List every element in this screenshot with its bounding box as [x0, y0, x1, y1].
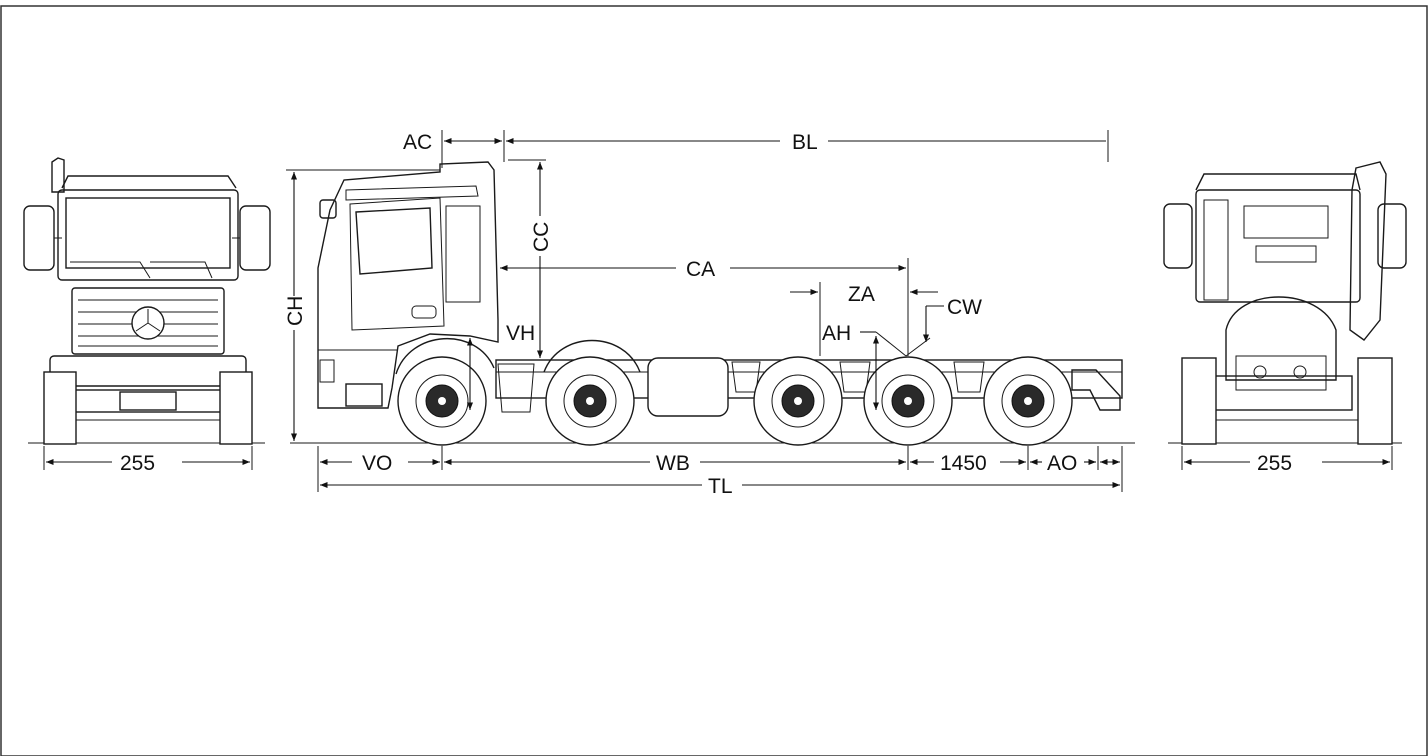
cab-outline	[317, 161, 499, 409]
label-bl: BL	[792, 131, 818, 154]
page-frame	[0, 5, 1428, 756]
wheel-5	[983, 356, 1073, 446]
label-cc: CC	[530, 222, 553, 252]
label-wb: WB	[656, 452, 690, 475]
wheel-1	[397, 356, 487, 446]
label-za: ZA	[848, 283, 875, 306]
front-view	[23, 157, 271, 470]
label-rear-width: 255	[1257, 452, 1292, 475]
label-1450: 1450	[940, 452, 987, 475]
wheel-2	[545, 356, 635, 446]
label-cw: CW	[947, 296, 982, 319]
label-ch: CH	[284, 296, 307, 326]
label-front-width: 255	[120, 452, 155, 475]
label-tl: TL	[708, 475, 733, 498]
wheel-4	[863, 356, 953, 446]
label-vo: VO	[362, 452, 392, 475]
fuel-tank	[647, 357, 729, 417]
label-vh: VH	[506, 322, 535, 345]
label-ac: AC	[403, 131, 432, 154]
label-ao: AO	[1047, 452, 1077, 475]
rear-view	[1163, 161, 1407, 470]
wheel-3	[753, 356, 843, 446]
label-ah: AH	[822, 322, 851, 345]
side-view	[286, 130, 1135, 492]
label-ca: CA	[686, 258, 715, 281]
